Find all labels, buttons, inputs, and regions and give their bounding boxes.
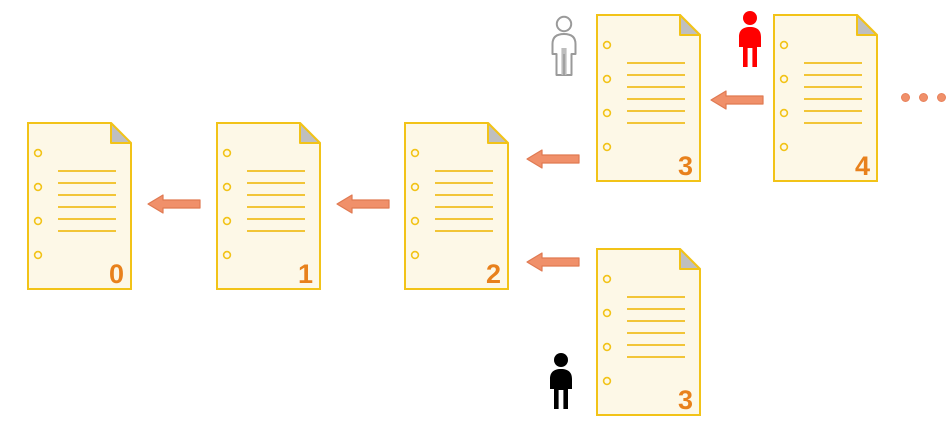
document-number-label: 3 xyxy=(677,151,693,181)
document-icon xyxy=(404,122,509,290)
document-icon xyxy=(773,14,878,182)
ellipsis-dot xyxy=(919,93,928,102)
document-icon xyxy=(596,14,701,182)
document-node-0[interactable]: 0 xyxy=(27,122,132,290)
arrow-left-icon xyxy=(336,194,390,214)
person-black-solid xyxy=(546,352,576,410)
arrow-left-icon xyxy=(526,252,580,272)
person-icon xyxy=(551,15,577,76)
document-number-label: 4 xyxy=(854,151,870,181)
document-node-2[interactable]: 2 xyxy=(404,122,509,290)
arrow-from-3bottom-to-2 xyxy=(526,250,580,274)
person-icon xyxy=(550,353,572,409)
ellipsis-more-commits xyxy=(901,93,946,102)
document-number-label: 2 xyxy=(485,259,501,289)
arrow-from-4-to-3top xyxy=(710,88,764,112)
document-number-label: 3 xyxy=(677,385,693,415)
ellipsis-dot xyxy=(901,93,910,102)
document-node-1[interactable]: 1 xyxy=(216,122,321,290)
document-icon xyxy=(216,122,321,290)
document-node-3-top[interactable]: 3 xyxy=(596,14,701,182)
person-red-solid xyxy=(735,10,765,68)
document-number-label: 1 xyxy=(297,259,313,289)
document-node-3-bottom[interactable]: 3 xyxy=(596,248,701,416)
person-icon xyxy=(739,11,761,67)
arrow-left-icon xyxy=(526,149,580,169)
document-number-label: 0 xyxy=(108,259,124,289)
ellipsis-dot xyxy=(937,93,946,102)
arrow-left-icon xyxy=(710,90,764,110)
arrow-from-3top-to-2 xyxy=(526,147,580,171)
arrow-left-icon xyxy=(147,194,201,214)
document-node-4[interactable]: 4 xyxy=(773,14,878,182)
arrow-from-1-to-0 xyxy=(147,192,201,216)
person-gray-outline xyxy=(547,15,581,77)
arrow-from-2-to-1 xyxy=(336,192,390,216)
document-icon xyxy=(27,122,132,290)
document-icon xyxy=(596,248,701,416)
